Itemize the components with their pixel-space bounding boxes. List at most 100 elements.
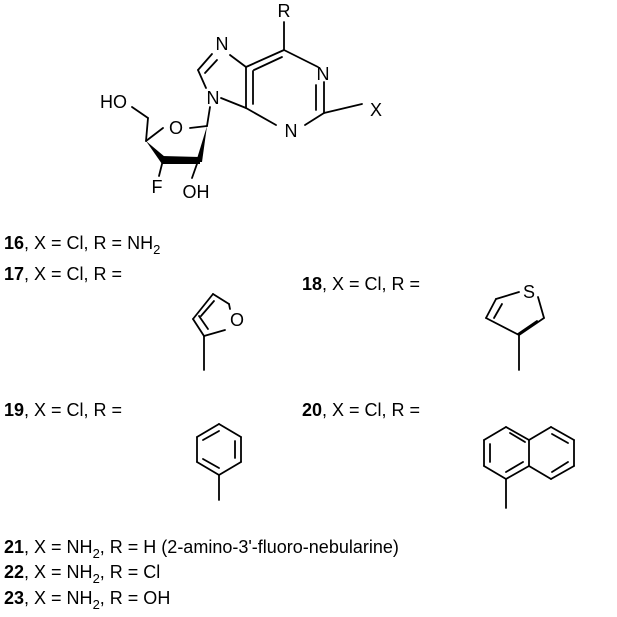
thiophene-bond-2 bbox=[537, 296, 545, 319]
compound-20-caption: 20, X = Cl, R = bbox=[302, 400, 420, 420]
bond-n9-c1prime bbox=[206, 106, 211, 127]
atom-oh-label: OH bbox=[183, 182, 210, 202]
compound-22-number: 22 bbox=[4, 562, 24, 582]
atom-n3-label: N bbox=[285, 121, 298, 141]
furan-bond-4 bbox=[192, 318, 205, 337]
bond-n7-c8 bbox=[197, 53, 213, 71]
compound-22-text-b: , R = Cl bbox=[100, 562, 161, 582]
phenyl-bond-1 bbox=[218, 423, 242, 438]
compound-18-caption: 18, X = Cl, R = bbox=[302, 274, 420, 294]
compound-19-caption: 19, X = Cl, R = bbox=[4, 400, 122, 420]
thiophene-bond-5 bbox=[485, 298, 497, 319]
furan-bond-3 bbox=[203, 329, 226, 337]
phenyl-bond-6 bbox=[196, 423, 220, 438]
nucleoside-core: R N N N N X HO O F OH bbox=[100, 1, 382, 202]
bond-c2-n3 bbox=[304, 112, 325, 126]
compound-19-text: , X = Cl, R = bbox=[24, 400, 122, 420]
bond-c2-x bbox=[323, 103, 363, 114]
bond-c5-c6-double bbox=[253, 56, 283, 71]
compound-19-number: 19 bbox=[4, 400, 24, 420]
bond-c5-n7 bbox=[229, 54, 247, 68]
furan-o-label: O bbox=[230, 310, 244, 330]
thiophene-bond-3 bbox=[518, 317, 545, 336]
wedge-c1prime-c2prime bbox=[196, 126, 207, 162]
furan-bond-2 bbox=[228, 303, 231, 310]
furan-bond-5-double bbox=[200, 300, 215, 317]
naphthalen-1-yl-structure bbox=[483, 426, 575, 509]
compound-22-text-a: , X = NH bbox=[24, 562, 93, 582]
phenyl-bond-4-double bbox=[202, 458, 220, 469]
naph-right-bond-4-double bbox=[551, 461, 569, 473]
compound-21-number: 21 bbox=[4, 537, 24, 557]
bond-c1prime-o4prime bbox=[189, 125, 208, 129]
bond-c8-n9 bbox=[197, 69, 207, 89]
phenyl-bond-4 bbox=[196, 461, 220, 476]
atom-o4prime-label: O bbox=[169, 118, 183, 138]
compound-22-caption: 22, X = NH2, R = Cl bbox=[4, 562, 160, 586]
atom-f-label: F bbox=[152, 177, 163, 197]
furan-2-yl-structure: O bbox=[192, 293, 244, 371]
bond-c4prime-c5prime bbox=[145, 117, 149, 142]
compound-20-text: , X = Cl, R = bbox=[322, 400, 420, 420]
compound-16-caption: 16, X = Cl, R = NH2 bbox=[4, 233, 160, 257]
bond-c5-c6 bbox=[245, 49, 285, 68]
compound-17-number: 17 bbox=[4, 264, 24, 284]
atom-n7-label: N bbox=[216, 34, 229, 54]
compound-16-subscript: 2 bbox=[153, 242, 160, 257]
compound-18-text: , X = Cl, R = bbox=[322, 274, 420, 294]
compound-21-subscript: 2 bbox=[93, 546, 100, 561]
atom-r-label: R bbox=[278, 1, 291, 21]
naph-right-bond-5 bbox=[528, 465, 552, 480]
naph-right-bond-4 bbox=[550, 465, 575, 480]
naph-right-bond-2-double bbox=[551, 433, 569, 444]
compound-23-number: 23 bbox=[4, 588, 24, 608]
thiophene-bond-4 bbox=[485, 317, 520, 336]
naph-left-bond-1 bbox=[505, 426, 530, 441]
thiophene-bond-1 bbox=[495, 291, 520, 300]
compound-17-caption: 17, X = Cl, R = bbox=[4, 264, 122, 284]
atom-x-label: X bbox=[370, 100, 382, 120]
atom-n1-label: N bbox=[317, 64, 330, 84]
furan-bond-5 bbox=[192, 293, 214, 320]
naph-right-bond-1 bbox=[528, 426, 552, 441]
phenyl-structure bbox=[196, 423, 242, 501]
compound-18-number: 18 bbox=[302, 274, 322, 294]
naph-left-bond-3 bbox=[505, 465, 530, 480]
compound-22-subscript: 2 bbox=[93, 571, 100, 586]
furan-bond-4-double bbox=[198, 315, 209, 330]
compound-21-caption: 21, X = NH2, R = H (2-amino-3'-fluoro-ne… bbox=[4, 537, 399, 561]
naph-left-bond-3-double bbox=[505, 461, 524, 473]
thiophene-bond-5-double bbox=[493, 303, 503, 319]
furan-bond-1 bbox=[212, 293, 230, 305]
bond-c5prime-oh bbox=[131, 106, 149, 119]
naph-left-bond-1-double bbox=[509, 432, 526, 443]
naph-left-bond-6 bbox=[483, 426, 507, 441]
compound-20-number: 20 bbox=[302, 400, 322, 420]
compound-23-subscript: 2 bbox=[93, 597, 100, 612]
compound-16-text: , X = Cl, R = NH bbox=[24, 233, 153, 253]
compound-16-number: 16 bbox=[4, 233, 24, 253]
compound-21-text-b: , R = H (2-amino-3'-fluoro-nebularine) bbox=[100, 537, 399, 557]
naph-left-bond-4 bbox=[483, 465, 507, 480]
bond-c6-n1 bbox=[283, 49, 319, 68]
compound-17-text: , X = Cl, R = bbox=[24, 264, 122, 284]
bond-o4prime-c4prime bbox=[145, 127, 164, 142]
atom-n9-label: N bbox=[207, 88, 220, 108]
bond-n3-c4 bbox=[245, 107, 277, 126]
compound-23-text-b: , R = OH bbox=[100, 588, 171, 608]
thiophene-s-label: S bbox=[523, 282, 535, 302]
bond-n9-c4 bbox=[220, 97, 247, 109]
compound-23-caption: 23, X = NH2, R = OH bbox=[4, 588, 170, 612]
wedge-c4prime-c3prime bbox=[146, 141, 165, 164]
atom-ho-label: HO bbox=[100, 92, 127, 112]
wedge-c3prime-c2prime bbox=[162, 156, 200, 164]
compound-21-text-a: , X = NH bbox=[24, 537, 93, 557]
compound-23-text-a: , X = NH bbox=[24, 588, 93, 608]
bond-n7-c8-double bbox=[204, 59, 218, 74]
naph-right-bond-2 bbox=[550, 426, 575, 441]
phenyl-bond-6-double bbox=[202, 430, 220, 441]
phenyl-bond-3 bbox=[218, 461, 242, 476]
thiophen-3-yl-structure: S bbox=[485, 282, 545, 371]
